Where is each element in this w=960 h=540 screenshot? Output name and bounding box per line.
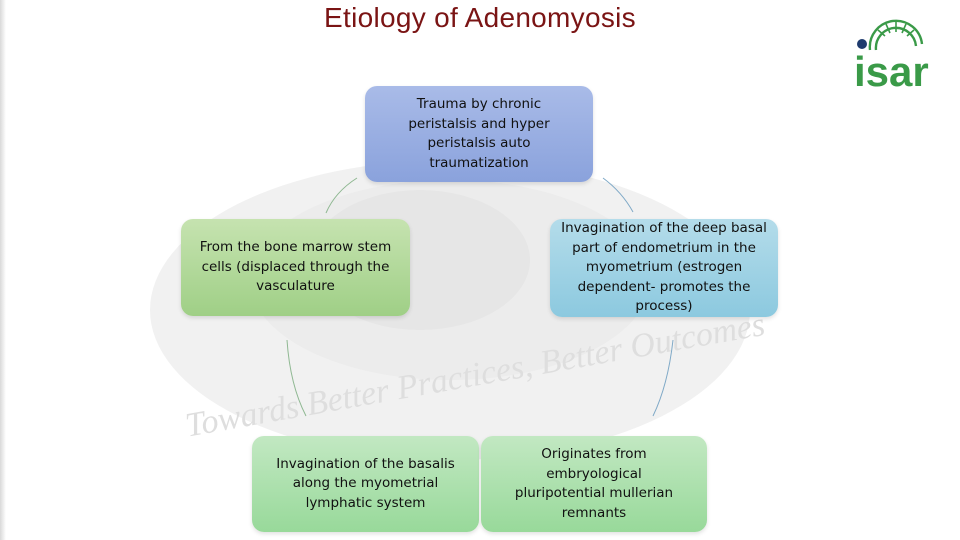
cycle-box-invagination-basalis: Invagination of the basalis along the my… [252, 436, 479, 532]
cycle-box-bone-marrow: From the bone marrow stem cells (displac… [181, 219, 410, 316]
slide-edge-shadow [0, 0, 6, 540]
isar-logo: isar [840, 10, 952, 92]
cycle-box-invagination-deep: Invagination of the deep basal part of e… [550, 219, 778, 317]
cycle-box-trauma: Trauma by chronic peristalsis and hyper … [365, 86, 593, 182]
cycle-box-invagination-deep-text: Invagination of the deep basal part of e… [560, 219, 768, 317]
logo-text: isar [854, 48, 929, 92]
cycle-box-bone-marrow-text: From the bone marrow stem cells (displac… [196, 238, 396, 297]
cycle-box-trauma-text: Trauma by chronic peristalsis and hyper … [384, 95, 574, 173]
cycle-box-invagination-basalis-text: Invagination of the basalis along the my… [263, 455, 468, 514]
cycle-box-mullerian-remnants: Originates from embryological pluripoten… [481, 436, 707, 532]
page-title: Etiology of Adenomyosis [0, 2, 960, 34]
cycle-box-mullerian-remnants-text: Originates from embryological pluripoten… [499, 445, 689, 523]
